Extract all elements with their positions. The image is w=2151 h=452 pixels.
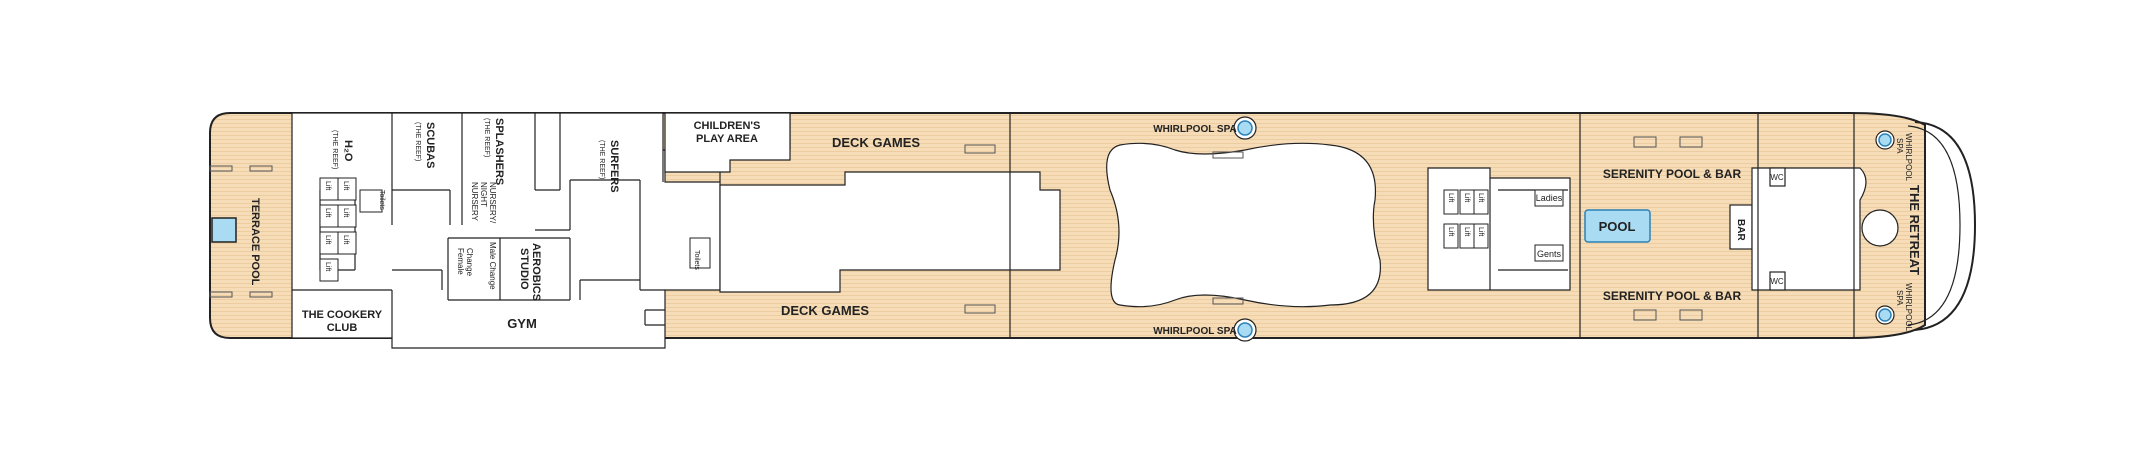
lift-label-aft-2: Lift [324, 208, 331, 217]
the-retreat-label: THE RETREAT [1907, 185, 1922, 275]
whirlpool-top-label: WHIRLPOOL SPA [1153, 124, 1237, 135]
lift-label-fwd-3: Lift [1447, 193, 1454, 202]
h2o-reef-label: (THE REEF) [331, 130, 338, 169]
male-change-label: Male Change [488, 242, 497, 290]
deck-dividers [1009, 113, 1855, 338]
female-change-label-1: Female [456, 248, 465, 275]
serenity-bottom-label: SERENITY POOL & BAR [1603, 289, 1742, 303]
whirlpool-spa-top [1233, 116, 1257, 140]
splashers-label: SPLASHERS [493, 118, 505, 185]
serenity-lifts [1443, 189, 1564, 262]
splashers-reef-label: (THE REEF) [483, 118, 490, 157]
terrace-pool-label: TERRACE POOL [249, 198, 261, 286]
lift-label-aft-5: Lift [342, 181, 349, 190]
pool-label: POOL [1599, 219, 1636, 234]
surfers-label: SURFERS [608, 140, 620, 193]
retreat-whirlpool-bottom [1875, 305, 1895, 325]
lift-label-fwd-4: Lift [1463, 227, 1470, 236]
bow-outline [1907, 121, 1977, 331]
retreat-interior [1729, 167, 1899, 291]
h2o-label: H₂O [342, 140, 354, 162]
childrens-label-1: CHILDREN'S [694, 120, 761, 132]
aft-lifts [319, 177, 711, 282]
childrens-area [664, 112, 791, 173]
labels: TERRACE POOL H₂O (THE REEF) SCUBAS (THE … [249, 118, 1922, 337]
bar-label: BAR [1735, 219, 1746, 241]
retreat-whirlpool-top [1875, 130, 1895, 150]
lift-label-aft-6: Lift [342, 208, 349, 217]
serenity-top-label: SERENITY POOL & BAR [1603, 167, 1742, 181]
terrace-pool [211, 217, 237, 243]
whirlpool-spa-bottom [1233, 318, 1257, 342]
deck-games-top-label: DECK GAMES [832, 135, 920, 150]
serenity-pool [1584, 209, 1651, 243]
retreat-whirlpool-top-label: WHIRLPOOL [1904, 133, 1913, 182]
center-block [719, 171, 1061, 293]
lagoon-area [1106, 142, 1381, 308]
aerobics-label-1: AEROBICS [530, 243, 542, 301]
gym-label: GYM [507, 316, 537, 331]
childrens-label-2: PLAY AREA [696, 133, 758, 145]
scubas-label: SCUBAS [424, 122, 436, 168]
deck-games-bottom-label: DECK GAMES [781, 303, 869, 318]
lift-label-fwd-2: Lift [1477, 193, 1484, 202]
lift-label-aft-4: Lift [324, 262, 331, 271]
whirlpool-bottom-label: WHIRLPOOL SPA [1153, 326, 1237, 337]
lift-label-aft-7: Lift [342, 235, 349, 244]
ladies-label: Ladies [1536, 193, 1563, 203]
lift-label-fwd-6: Lift [1447, 227, 1454, 236]
surfers-reef-label: (THE REEF) [598, 140, 605, 179]
lift-label-fwd-5: Lift [1477, 227, 1484, 236]
scubas-reef-label: (THE REEF) [414, 122, 421, 161]
toilets-label-2: Toilets [693, 250, 700, 270]
female-change-label-2: Change [465, 248, 474, 277]
gents-label: Gents [1537, 249, 1562, 259]
aerobics-label-2: STUDIO [518, 248, 530, 290]
lift-label-fwd-1: Lift [1463, 193, 1470, 202]
lift-label-aft-3: Lift [324, 235, 331, 244]
nursery-label-2: NIGHT [479, 182, 488, 207]
nursery-label-3: NURSERY [470, 182, 479, 222]
toilets-label-1: Toilets [378, 190, 385, 210]
retreat-spa-top-label: SPA [1895, 138, 1904, 154]
cookery-label-1: THE COOKERY [302, 309, 383, 321]
wc-top-label: WC [1770, 173, 1784, 182]
retreat-spa-bottom-label: SPA [1895, 290, 1904, 306]
retreat-whirlpool-bottom-label: WHIRLPOOL [1904, 283, 1913, 332]
cookery-label-2: CLUB [327, 322, 358, 334]
lift-label-aft-1: Lift [324, 181, 331, 190]
wc-bottom-label: WC [1770, 277, 1784, 286]
deck-markings [209, 136, 1703, 321]
nursery-label-1: NURSERY/ [488, 182, 497, 224]
